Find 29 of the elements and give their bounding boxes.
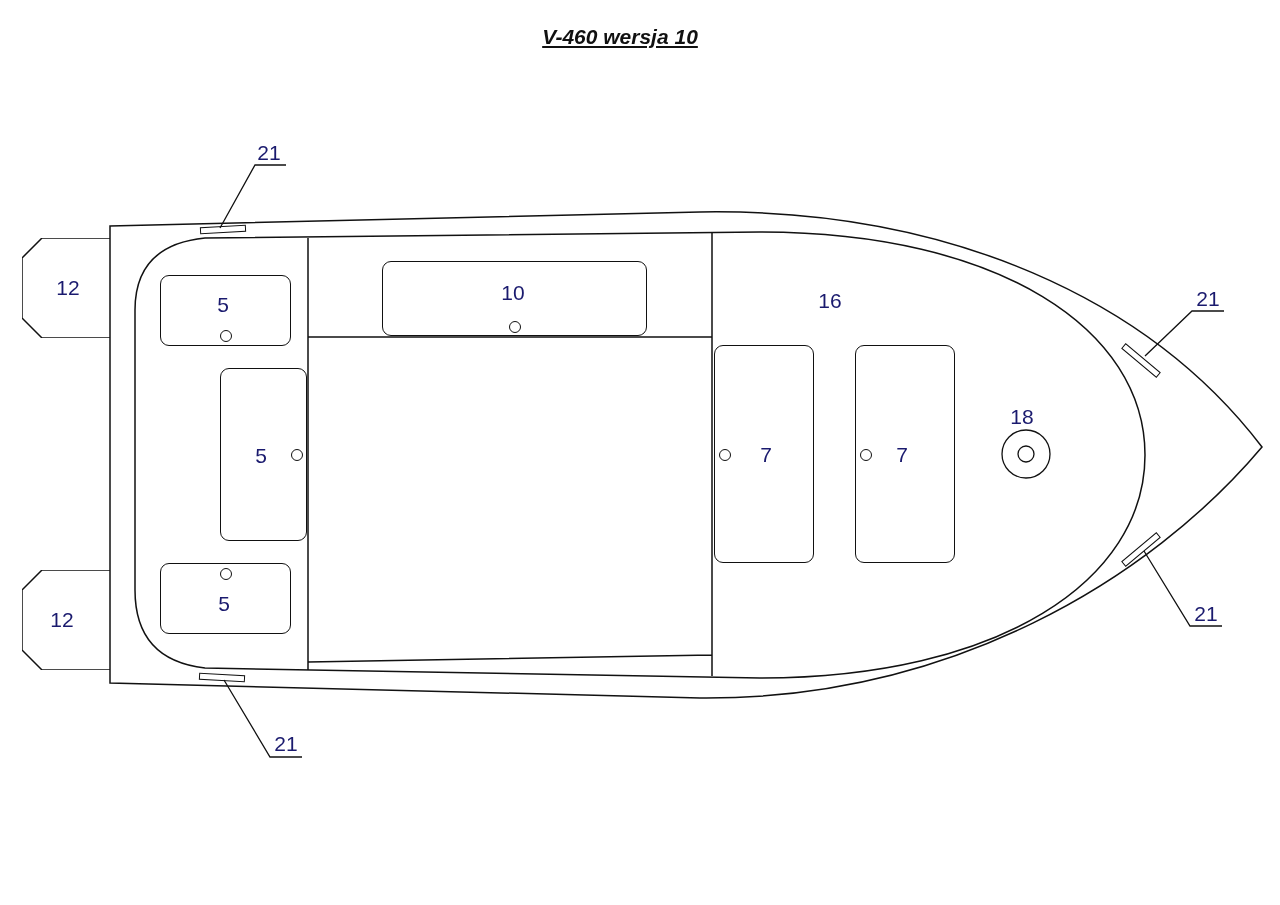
leader-line bbox=[219, 164, 287, 229]
leader-line bbox=[1144, 310, 1225, 357]
diagram-title: V-460 wersja 10 bbox=[542, 25, 698, 49]
hatch-cover bbox=[220, 368, 307, 541]
part-number: 5 bbox=[217, 294, 229, 316]
callout-number: 21 bbox=[269, 731, 303, 757]
part-number: 5 bbox=[218, 593, 230, 615]
part-number: 7 bbox=[760, 444, 772, 466]
cleat bbox=[199, 224, 247, 235]
part-number: 7 bbox=[896, 444, 908, 466]
swim-platform bbox=[22, 570, 110, 670]
callout-number: 21 bbox=[252, 140, 286, 166]
leader-line bbox=[223, 679, 303, 758]
part-number: 12 bbox=[50, 609, 74, 631]
part-number: 5 bbox=[255, 445, 267, 467]
part-number: 10 bbox=[501, 282, 525, 304]
hatch-cover bbox=[855, 345, 955, 563]
hatch-cover bbox=[382, 261, 647, 336]
hatch-cover bbox=[160, 563, 291, 634]
hatch-cover bbox=[714, 345, 814, 563]
part-number: 12 bbox=[56, 277, 80, 299]
callout-number: 21 bbox=[1191, 286, 1225, 312]
leader-line bbox=[1143, 550, 1223, 627]
part-number: 16 bbox=[818, 290, 842, 312]
part-number: 18 bbox=[1010, 406, 1034, 428]
callout-number: 21 bbox=[1189, 601, 1223, 627]
hatch-cover bbox=[160, 275, 291, 346]
cleat bbox=[198, 672, 246, 683]
swim-platform bbox=[22, 238, 110, 338]
